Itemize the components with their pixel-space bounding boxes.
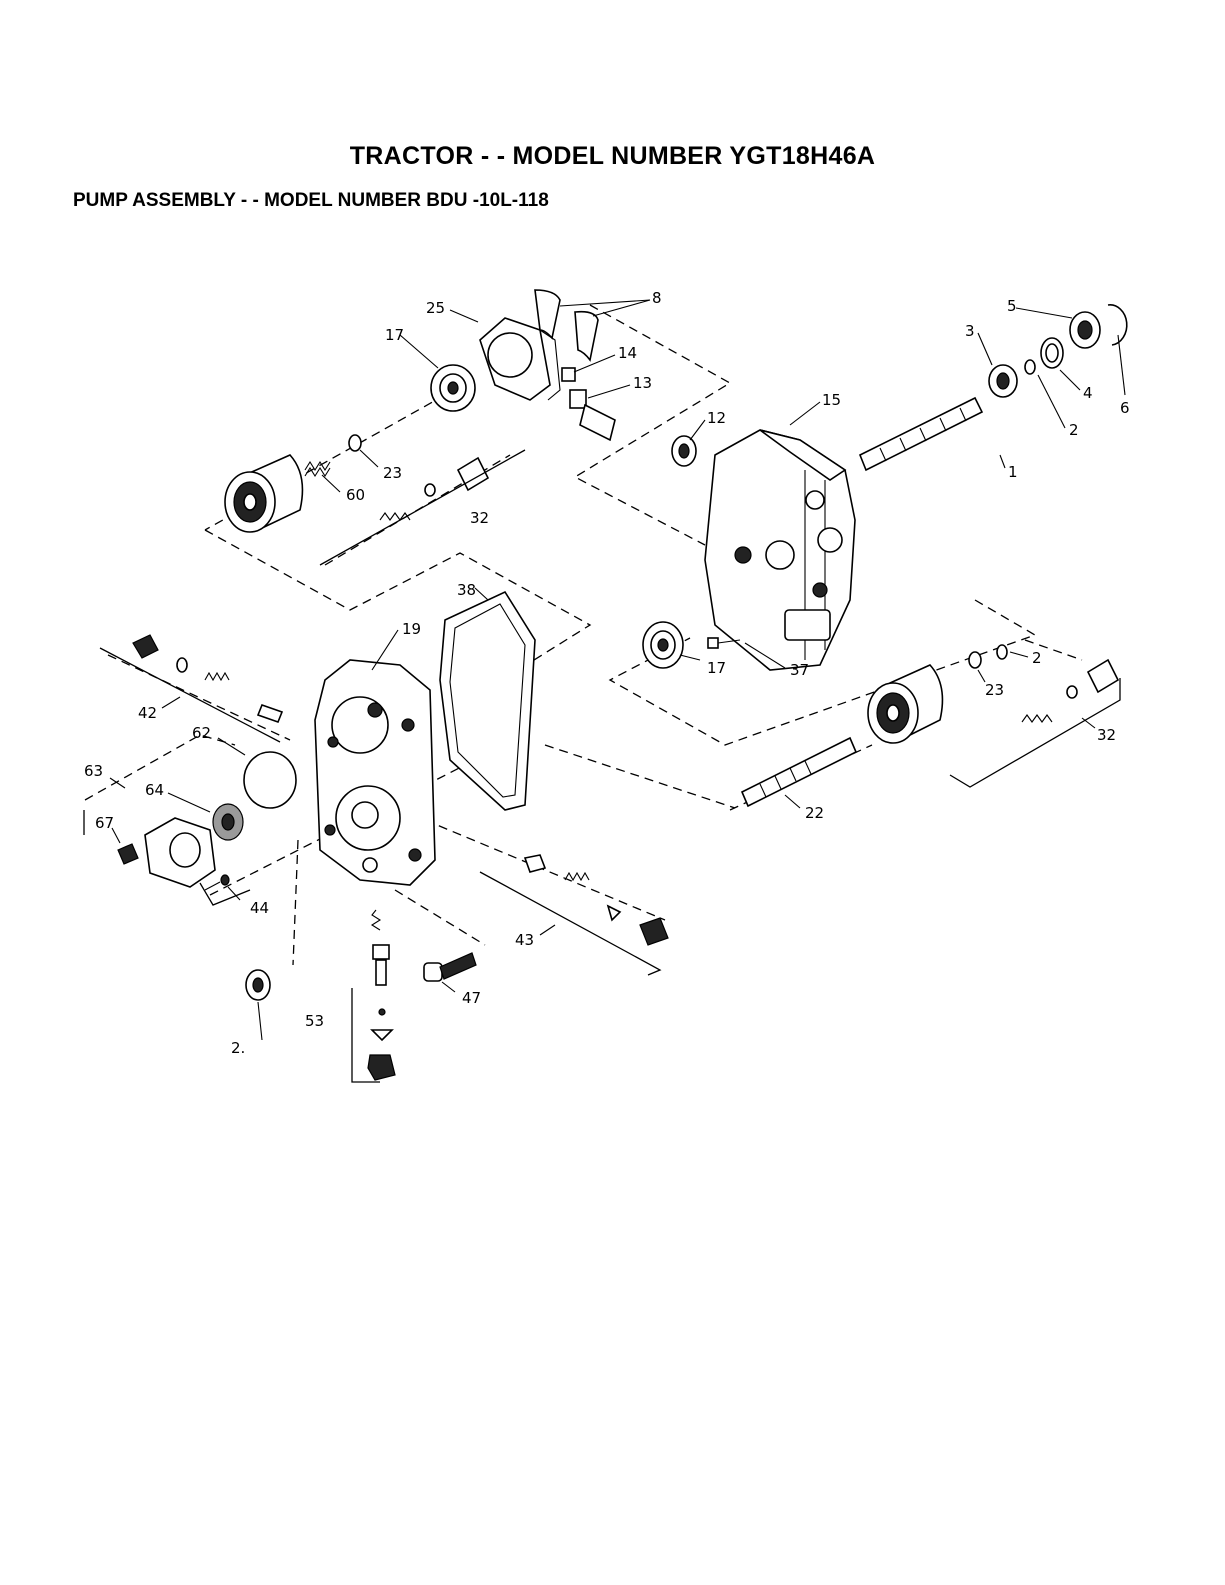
bearing-part-5 — [1070, 312, 1100, 348]
gasket-part-38 — [440, 592, 535, 810]
callout-6: 6 — [1120, 399, 1130, 417]
insert-part-8 — [535, 290, 598, 360]
callout-12: 12 — [707, 409, 726, 427]
input-shaft-part-1 — [860, 398, 982, 470]
callout-42: 42 — [138, 704, 157, 722]
callout-25: 25 — [426, 299, 445, 317]
washer-part-2-lower — [997, 645, 1007, 659]
cover-plate-part-63 — [145, 818, 215, 887]
callout-62: 62 — [192, 724, 211, 742]
check-valve-part-43 — [525, 855, 668, 945]
callout-17-upper: 17 — [385, 326, 404, 344]
cylinder-block-lower — [868, 665, 942, 743]
callout-13: 13 — [633, 374, 652, 392]
callout-32-upper: 32 — [470, 509, 489, 527]
callout-38: 38 — [457, 581, 476, 599]
spring-part-60 — [305, 462, 330, 476]
callout-44: 44 — [250, 899, 269, 917]
washer-part-2 — [1025, 360, 1035, 374]
bolt-part-67 — [118, 844, 138, 864]
callout-53: 53 — [305, 1012, 324, 1030]
block-part-14 — [562, 368, 575, 381]
piston-kit-part-32-lower — [1022, 660, 1118, 722]
cylinder-block-upper — [225, 455, 302, 532]
callout-37: 37 — [790, 661, 809, 679]
callout-67: 67 — [95, 814, 114, 832]
callout-5: 5 — [1007, 297, 1017, 315]
callout-23-lower: 23 — [985, 681, 1004, 699]
callout-63: 63 — [84, 762, 103, 780]
callout-2-right: 2 — [1032, 649, 1042, 667]
callout-14: 14 — [618, 344, 637, 362]
callout-2-lower-left: 2. — [231, 1039, 245, 1057]
bearing-part-17-lower — [643, 622, 683, 668]
callout-4: 4 — [1083, 384, 1093, 402]
callout-15: 15 — [822, 391, 841, 409]
output-shaft-part-22 — [742, 738, 856, 806]
callout-23-upper: 23 — [383, 464, 402, 482]
callout-47: 47 — [462, 989, 481, 1007]
callout-22: 22 — [805, 804, 824, 822]
washer-part-23-lower — [969, 652, 981, 668]
callout-17-lower: 17 — [707, 659, 726, 677]
callout-19: 19 — [402, 620, 421, 638]
callout-64: 64 — [145, 781, 164, 799]
callout-60: 60 — [346, 486, 365, 504]
valve-part-53 — [368, 910, 395, 1080]
callout-43: 43 — [515, 931, 534, 949]
housing-part-15 — [705, 430, 855, 670]
washer-part-23-upper — [349, 435, 361, 451]
snap-ring-part-6 — [1108, 305, 1127, 345]
callout-3: 3 — [965, 322, 975, 340]
bolt-part-47 — [424, 953, 476, 981]
o-ring-part-62 — [244, 752, 296, 808]
trunnion-part-13 — [570, 390, 615, 440]
callout-2-upper: 2 — [1069, 421, 1079, 439]
bearing-part-17-upper — [431, 365, 475, 411]
seal-part-12 — [672, 436, 696, 466]
washer-part-4 — [1041, 338, 1063, 368]
gerotor-part-64 — [213, 804, 243, 840]
callout-8: 8 — [652, 289, 662, 307]
callout-1: 1 — [1008, 463, 1018, 481]
callout-32-lower: 32 — [1097, 726, 1116, 744]
bearing-part-3 — [989, 365, 1017, 397]
end-cap-part-19 — [315, 660, 435, 885]
bushing-part-2-lower — [246, 970, 270, 1000]
